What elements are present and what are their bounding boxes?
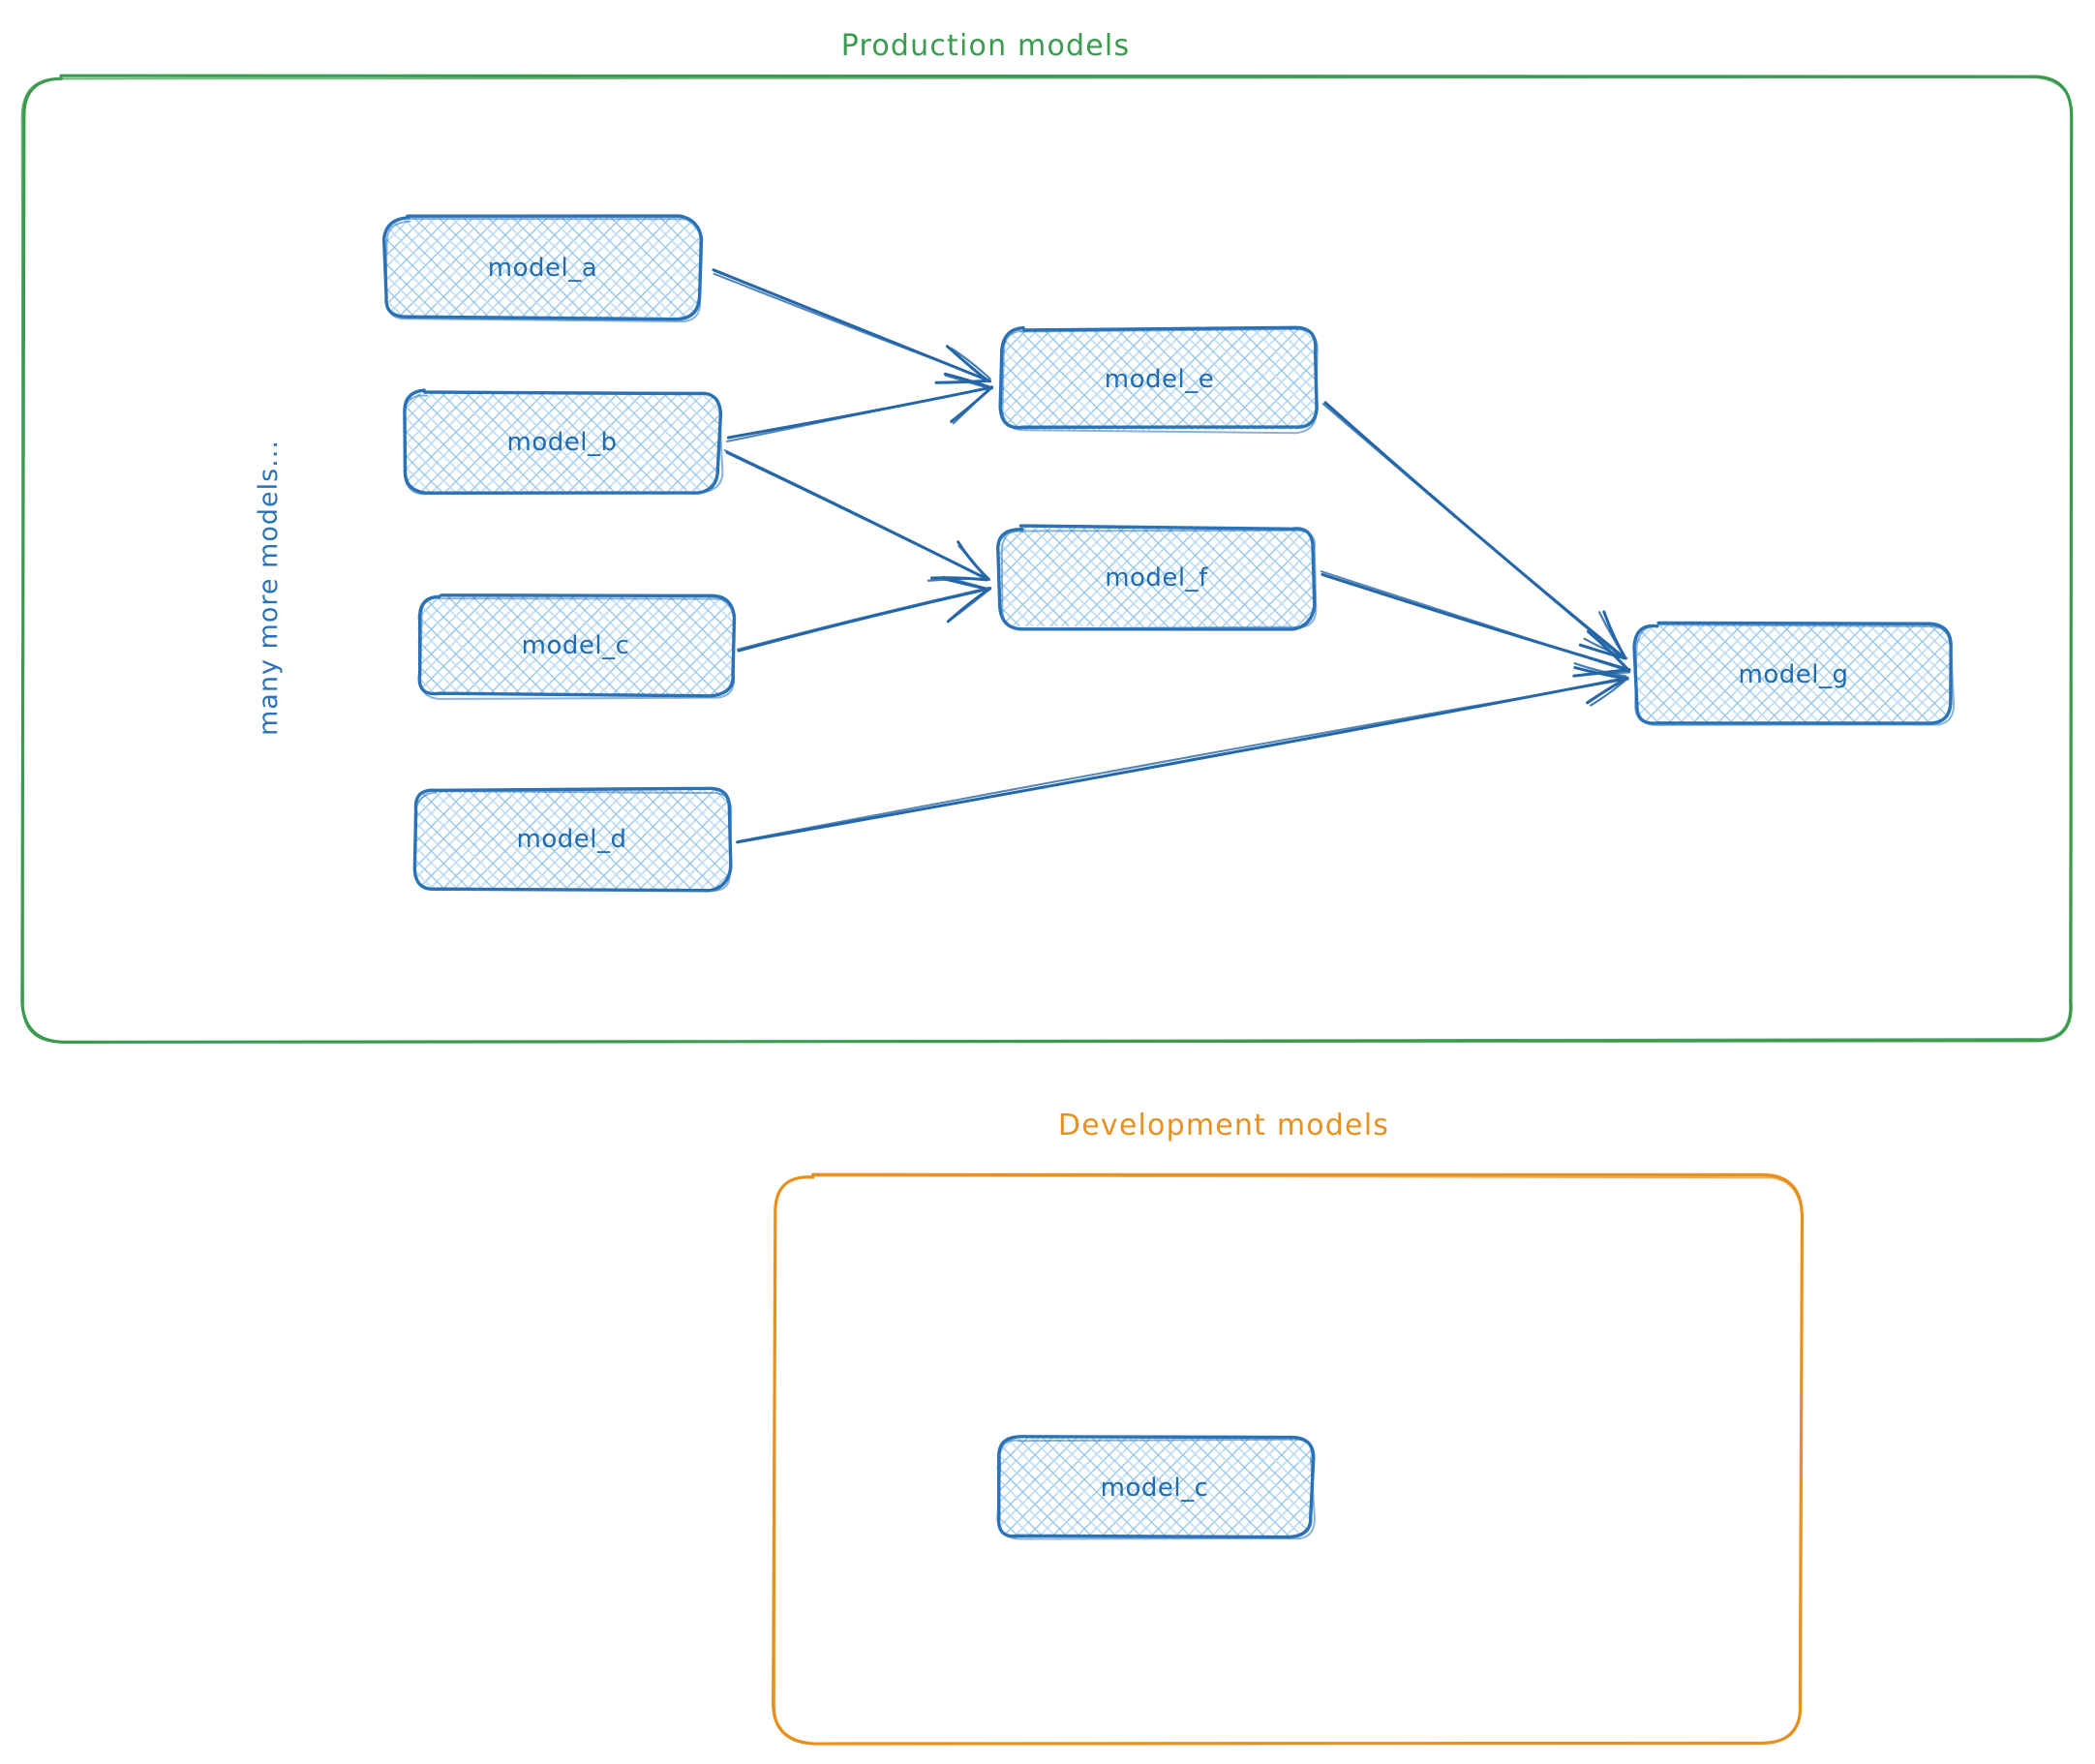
node-model_c_dev[interactable] [996, 1435, 1316, 1540]
group-title-production: Production models [840, 29, 1131, 63]
edge-d-to-g [736, 662, 1629, 844]
node-model_f[interactable] [996, 524, 1318, 631]
node-model_b[interactable] [403, 388, 724, 496]
edge-b-to-f [723, 449, 991, 582]
nodes-layer [381, 214, 1956, 1540]
many-more-models: many more models... [254, 440, 284, 736]
node-model_e[interactable] [998, 325, 1319, 435]
group-boxes-layer [20, 74, 2074, 1746]
node-model_d[interactable] [412, 786, 733, 893]
edges-layer [712, 268, 1631, 844]
edge-c-to-f [736, 575, 992, 653]
group-box-production [20, 74, 2074, 1044]
node-model_a[interactable] [381, 214, 704, 323]
node-model_g[interactable] [1632, 621, 1956, 726]
group-title-development: Development models [1057, 1109, 1390, 1142]
group-box-development [772, 1172, 1805, 1746]
node-model_c[interactable] [417, 593, 737, 700]
edge-e-to-g [1321, 401, 1628, 660]
edge-b-to-e [726, 372, 994, 442]
edge-a-to-e [712, 268, 992, 384]
